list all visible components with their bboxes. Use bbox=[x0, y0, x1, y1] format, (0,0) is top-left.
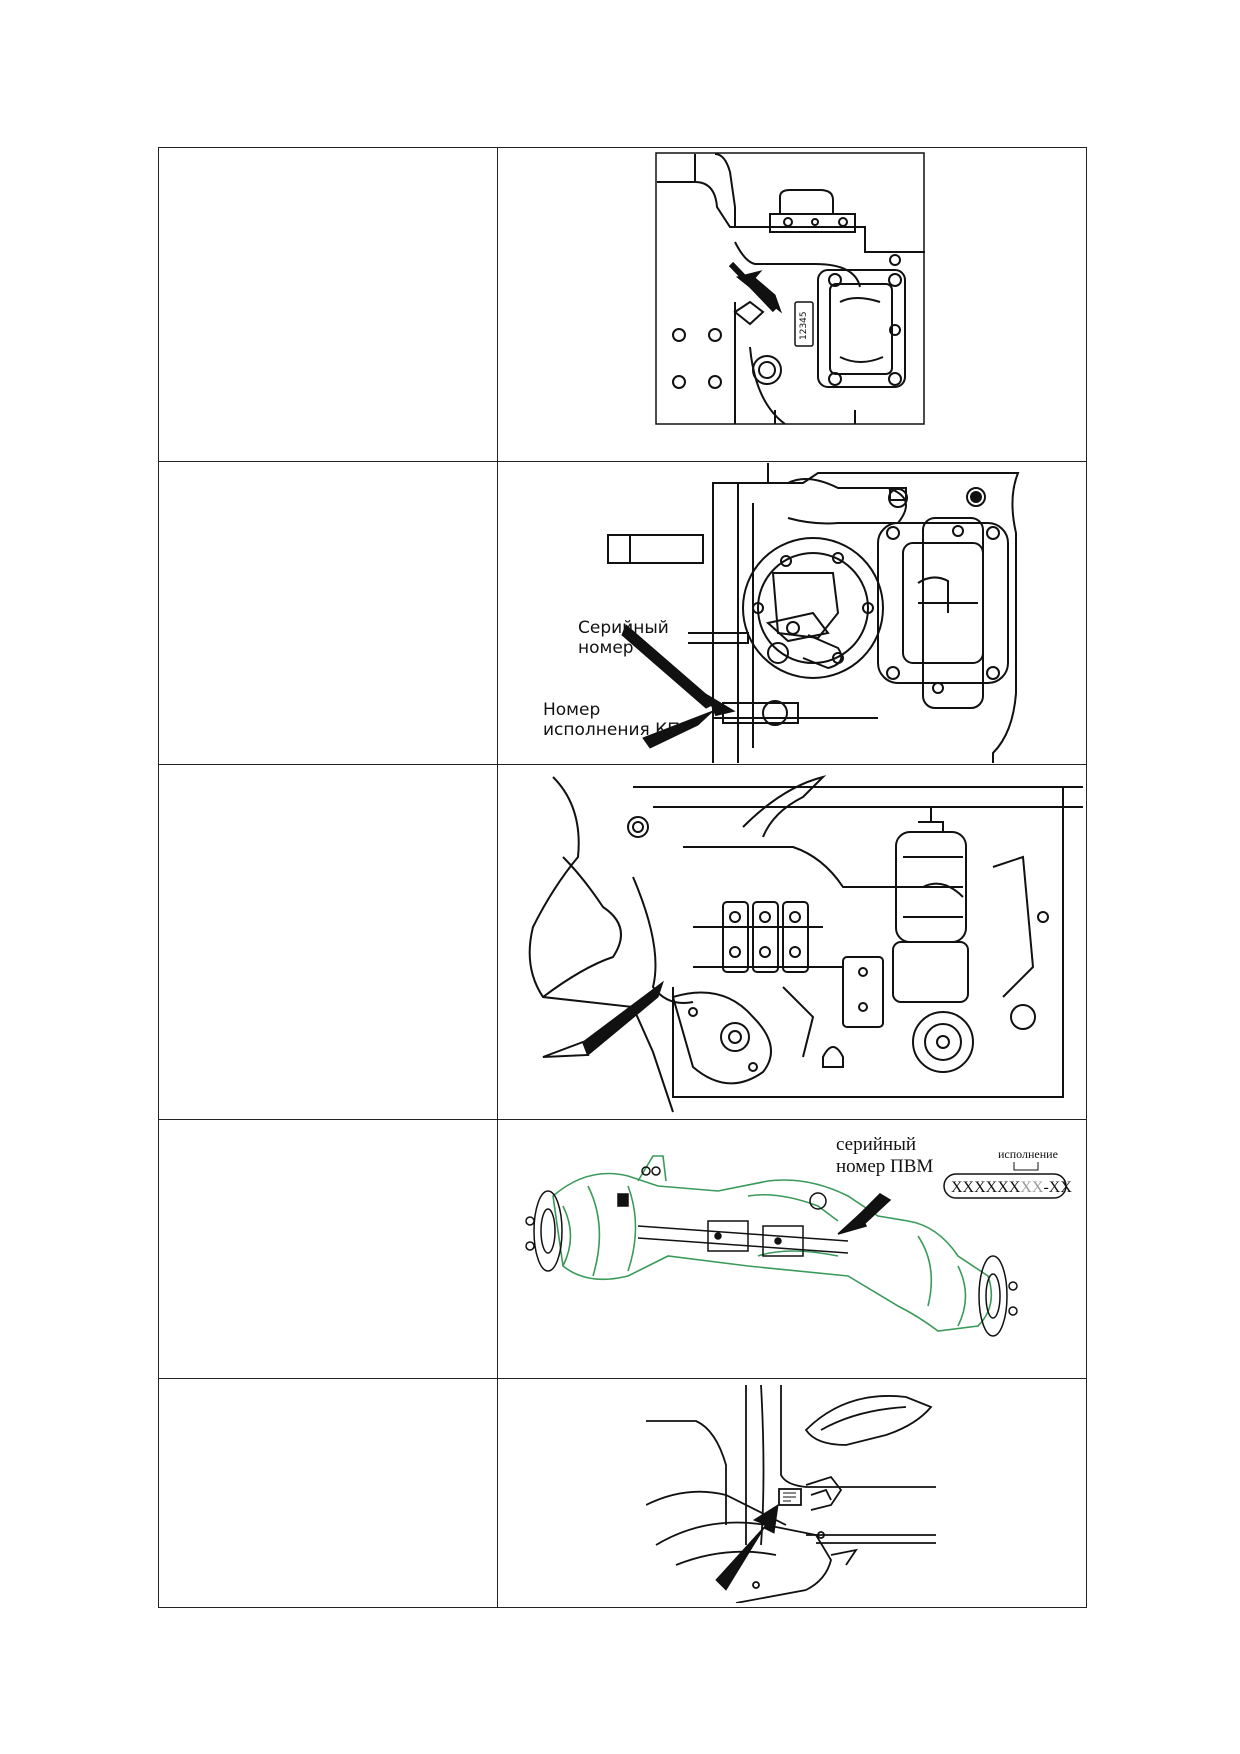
axle-serial-line2: номер ПВМ bbox=[836, 1156, 933, 1177]
description-cell bbox=[158, 764, 498, 1120]
description-cell bbox=[158, 147, 498, 462]
code-mid: XX bbox=[1020, 1179, 1044, 1196]
table-row: 12345 bbox=[158, 147, 1087, 462]
serial-label-line1: Серийный bbox=[578, 618, 669, 638]
table-row: Серийный номер Номер исполнения КП bbox=[158, 461, 1087, 765]
figure-cell bbox=[497, 764, 1087, 1120]
axle-serial-line1: серийный bbox=[836, 1134, 916, 1155]
figure-cell: Серийный номер Номер исполнения КП bbox=[497, 461, 1087, 765]
front-axle-figure: серийный номер ПВМ исполнение XXXXXXXX-X… bbox=[525, 1134, 1072, 1337]
figure-cell: 12345 bbox=[497, 147, 1087, 462]
version-caption: исполнение bbox=[998, 1147, 1058, 1161]
code-end: -XX bbox=[1043, 1179, 1072, 1196]
stamp-number: 12345 bbox=[799, 311, 809, 340]
gearbox-housing-figure: 12345 bbox=[655, 152, 925, 425]
figure-cell bbox=[497, 1378, 1087, 1608]
figure-cell: серийный номер ПВМ исполнение XXXXXXXX-X… bbox=[497, 1119, 1087, 1379]
table-row bbox=[158, 1378, 1087, 1608]
description-cell bbox=[158, 1378, 498, 1608]
code-main: XXXXXX bbox=[951, 1179, 1021, 1196]
table-row bbox=[158, 764, 1087, 1120]
table-row: серийный номер ПВМ исполнение XXXXXXXX-X… bbox=[158, 1119, 1087, 1379]
cab-nameplate-figure bbox=[646, 1385, 936, 1603]
identification-table: 12345 bbox=[158, 147, 1087, 1608]
rear-housing-figure bbox=[528, 775, 1083, 1113]
serial-label-line2: номер bbox=[578, 638, 634, 658]
version-label-line1: Номер bbox=[543, 700, 600, 720]
svg-text:XXXXXXXX-XX: XXXXXXXX-XX bbox=[951, 1179, 1072, 1196]
description-cell bbox=[158, 1119, 498, 1379]
description-cell bbox=[158, 461, 498, 765]
version-label-line2: исполнения КП bbox=[543, 720, 680, 740]
gearbox-serial-figure: Серийный номер Номер исполнения КП bbox=[543, 463, 1020, 763]
